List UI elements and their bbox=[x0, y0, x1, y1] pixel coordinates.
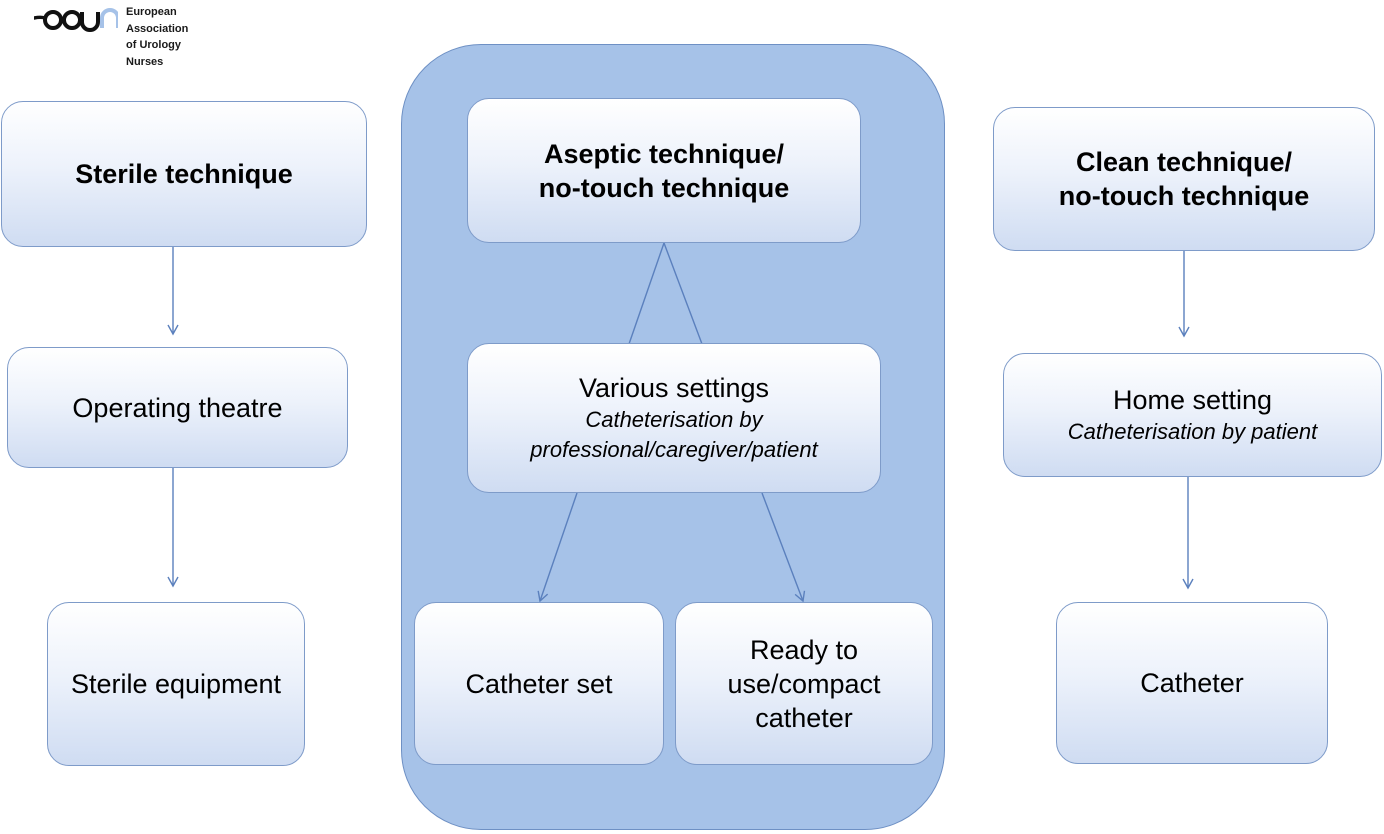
home-setting-box: Home setting Catheterisation by patient bbox=[1003, 353, 1382, 477]
sterile-technique-title: Sterile technique bbox=[75, 159, 293, 189]
aseptic-title-line-2: no-touch technique bbox=[538, 172, 790, 203]
various-settings-detail-line-1: Catheterisation by bbox=[585, 407, 763, 432]
logo-line-1: European bbox=[126, 6, 177, 18]
logo-line-4: Nurses bbox=[126, 55, 164, 68]
aseptic-technique-box: Aseptic technique/ no-touch technique bbox=[467, 98, 861, 243]
clean-title-line-2: no-touch technique bbox=[1058, 181, 1310, 211]
catheter-label: Catheter bbox=[1140, 668, 1244, 698]
compact-catheter-line-1: Ready to bbox=[749, 634, 859, 665]
sterile-equipment-box: Sterile equipment bbox=[47, 602, 305, 766]
operating-theatre-label: Operating theatre bbox=[72, 392, 283, 423]
eaun-logo-text: European Association of Urology Nurses bbox=[126, 4, 188, 70]
eaun-logo: European Association of Urology Nurses bbox=[34, 2, 194, 68]
compact-catheter-line-3: catheter bbox=[755, 702, 853, 733]
sterile-technique-box: Sterile technique bbox=[1, 101, 367, 247]
aseptic-title-line-1: Aseptic technique/ bbox=[543, 138, 785, 169]
clean-title-line-1: Clean technique/ bbox=[1075, 147, 1293, 177]
compact-catheter-box: Ready to use/compact catheter bbox=[675, 602, 933, 765]
clean-technique-box: Clean technique/ no-touch technique bbox=[993, 107, 1375, 251]
sterile-equipment-label: Sterile equipment bbox=[70, 669, 282, 699]
catheter-box: Catheter bbox=[1056, 602, 1328, 764]
home-setting-label: Home setting bbox=[1112, 385, 1273, 415]
catheter-set-box: Catheter set bbox=[414, 602, 664, 765]
operating-theatre-box: Operating theatre bbox=[7, 347, 348, 468]
various-settings-label: Various settings bbox=[578, 373, 770, 403]
home-setting-detail: Catheterisation by patient bbox=[1067, 419, 1318, 444]
compact-catheter-line-2: use/compact bbox=[727, 668, 881, 699]
logo-line-3: of Urology bbox=[126, 39, 181, 51]
logo-line-2: Association bbox=[126, 22, 189, 35]
catheter-set-label: Catheter set bbox=[465, 668, 613, 699]
eaun-logo-mark bbox=[34, 8, 118, 32]
various-settings-detail-line-2: professional/caregiver/patient bbox=[530, 437, 818, 462]
various-settings-box: Various settings Catheterisation by prof… bbox=[467, 343, 881, 493]
